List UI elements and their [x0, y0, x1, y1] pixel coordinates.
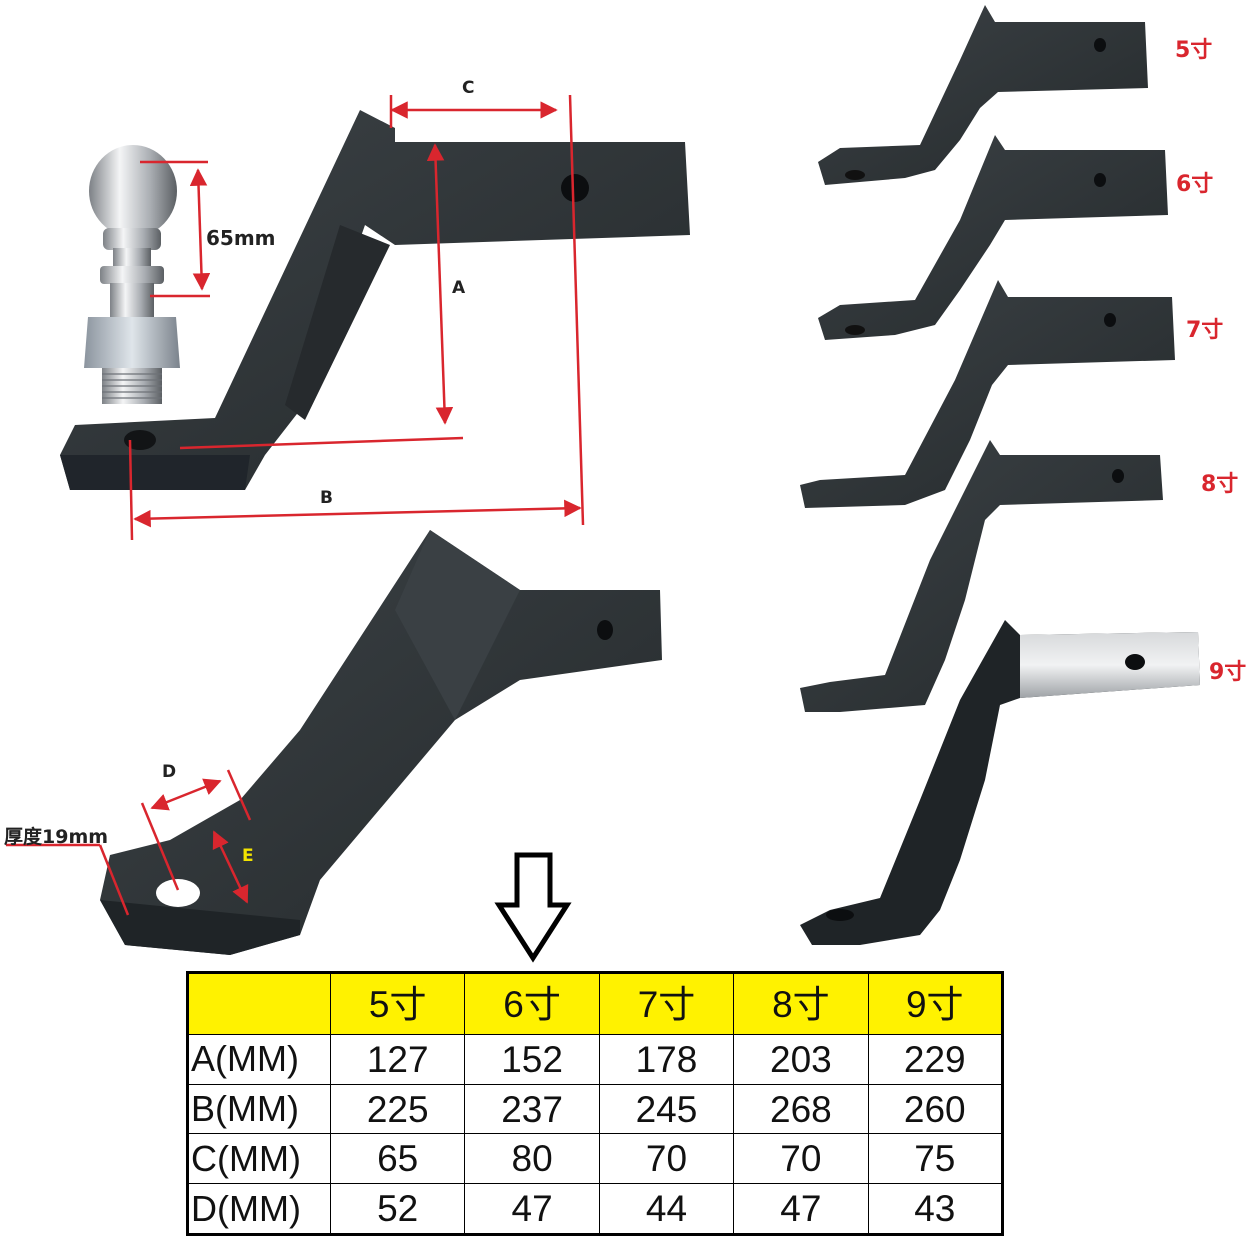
- table-cell: 245: [598, 1083, 735, 1135]
- hitch-5-inch: [818, 5, 1148, 185]
- table-cell: 70: [733, 1133, 869, 1185]
- hitch-detail-view: [6, 530, 662, 955]
- row-label: B(MM): [187, 1083, 331, 1135]
- size-label-5: 5寸: [1175, 38, 1213, 63]
- table-row: B(MM) 225 237 245 268 260: [187, 1083, 1004, 1135]
- table-header-cell: 9寸: [867, 972, 1004, 1035]
- hitch-dimension-view: [60, 94, 690, 541]
- hitch-7-inch: [800, 280, 1175, 508]
- row-label: A(MM): [187, 1034, 331, 1085]
- table-header-row: 5寸 6寸 7寸 8寸 9寸: [187, 972, 1004, 1035]
- table-row: A(MM) 127 152 178 203 229: [187, 1034, 1004, 1085]
- table-cell: 152: [464, 1034, 600, 1085]
- hitch-6-inch: [818, 135, 1168, 340]
- table-row: C(MM) 65 80 70 70 75: [187, 1133, 1004, 1185]
- dimension-c-label: C: [462, 78, 475, 98]
- table-cell: 47: [733, 1183, 869, 1235]
- hitch-9-inch: [800, 620, 1200, 945]
- row-label: D(MM): [187, 1183, 331, 1235]
- down-arrow-icon: [494, 852, 572, 963]
- size-label-7: 7寸: [1186, 318, 1224, 343]
- size-label-8: 8寸: [1201, 472, 1239, 497]
- dimension-a-label: A: [452, 278, 466, 298]
- table-cell: 65: [329, 1133, 466, 1185]
- table-cell: 80: [464, 1133, 600, 1185]
- table-cell: 225: [329, 1083, 466, 1135]
- table-cell: 47: [464, 1183, 600, 1235]
- size-label-6: 6寸: [1176, 172, 1214, 197]
- table-cell: 178: [598, 1034, 735, 1085]
- trailer-ball: [84, 145, 180, 404]
- table-cell: 44: [598, 1183, 735, 1235]
- size-label-9: 9寸: [1209, 660, 1247, 685]
- table-cell: 75: [867, 1133, 1004, 1185]
- table-cell: 127: [329, 1034, 466, 1085]
- table-cell: 260: [867, 1083, 1004, 1135]
- dimension-d-label: D: [162, 762, 177, 782]
- ball-height-label: 65mm: [206, 226, 276, 250]
- table-cell: 203: [733, 1034, 869, 1085]
- table-cell: 237: [464, 1083, 600, 1135]
- table-header-cell: 5寸: [329, 972, 466, 1035]
- table-cell: 52: [329, 1183, 466, 1235]
- table-header-cell: [187, 972, 331, 1035]
- table-cell: 229: [867, 1034, 1004, 1085]
- row-label: C(MM): [187, 1133, 331, 1185]
- dimension-e-label: E: [242, 846, 254, 866]
- thickness-label: 厚度19mm: [4, 826, 109, 848]
- table-header-cell: 8寸: [733, 972, 869, 1035]
- table-cell: 43: [867, 1183, 1004, 1235]
- table-row: D(MM) 52 47 44 47 43: [187, 1183, 1004, 1235]
- table-header-cell: 6寸: [464, 972, 600, 1035]
- spec-table: 5寸 6寸 7寸 8寸 9寸 A(MM) 127 152 178 203 229…: [186, 971, 1004, 1236]
- table-header-cell: 7寸: [598, 972, 735, 1035]
- hitch-8-inch: [800, 440, 1163, 712]
- table-cell: 70: [598, 1133, 735, 1185]
- table-cell: 268: [733, 1083, 869, 1135]
- dimension-b-label: B: [320, 488, 333, 508]
